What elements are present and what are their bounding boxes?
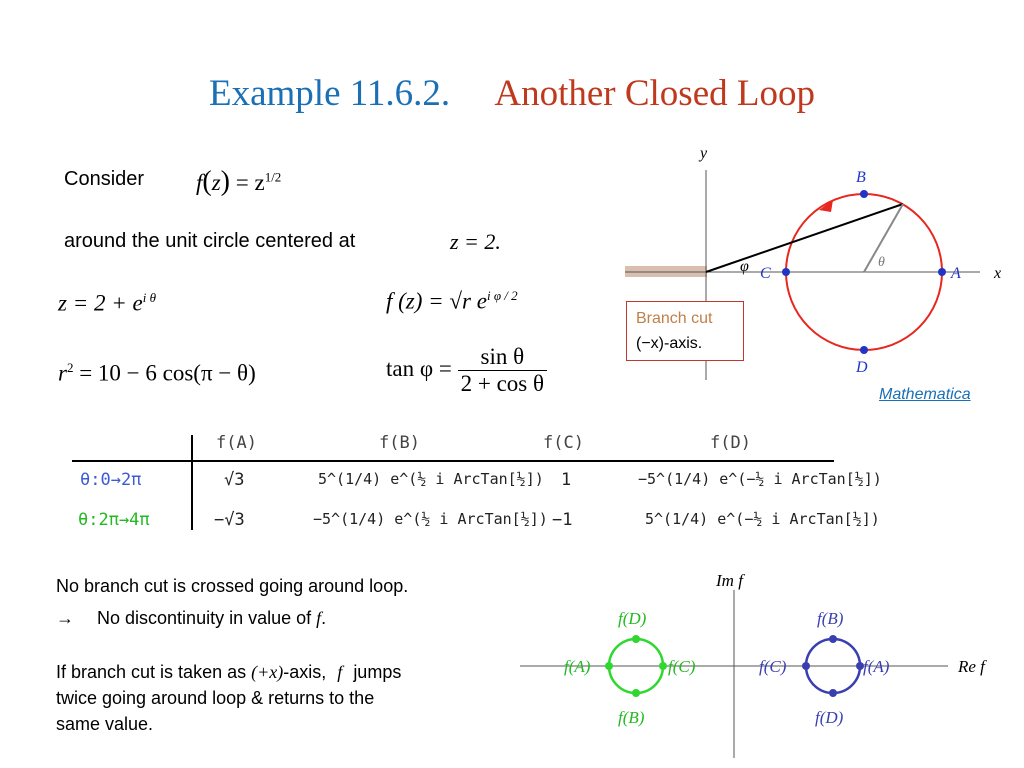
mathematica-link[interactable]: Mathematica <box>879 386 971 403</box>
around-text: around the unit circle centered at <box>64 230 356 252</box>
table-header-fc: f(C) <box>543 433 584 453</box>
blue-label-right: f(A) <box>863 657 890 676</box>
table-cell: −√3 <box>214 510 245 530</box>
green-label-top: f(D) <box>618 609 647 628</box>
tan-fraction: sin θ 2 + cos θ <box>457 344 548 397</box>
theta-label: θ <box>878 255 885 270</box>
title-example: Example 11.6.2. <box>209 73 451 114</box>
green-point-a <box>605 662 613 670</box>
title-name: Another Closed Loop <box>494 73 815 114</box>
note-line-3-suffix: jumps <box>353 662 402 682</box>
table-header-fb: f(B) <box>379 433 420 453</box>
r-squared-equation: r2 = 10 − 6 cos(π − θ) <box>58 360 256 387</box>
re-axis-label: Re f <box>957 657 987 676</box>
r-squared-rhs: = 10 − 6 cos(π − θ) <box>79 360 256 386</box>
table-cell: −5^(1/4) e^(−½ i ArcTan[½]) <box>638 470 882 488</box>
green-label-right: f(C) <box>668 657 696 676</box>
r-symbol: r <box>58 360 67 386</box>
z-plane-diagram: y x φ θ A B C D <box>625 145 1001 380</box>
center-equation: z = 2. <box>450 229 501 254</box>
point-c <box>782 268 790 276</box>
green-label-left: f(A) <box>564 657 591 676</box>
note-line-2-f: f <box>316 608 322 628</box>
point-b <box>860 190 868 198</box>
note-line-3-prefix: If branch cut is taken as <box>56 662 247 682</box>
z-definition-text: z = 2 + e <box>58 290 143 316</box>
fz-polar-equation: f (z) = √r ei φ / 2 <box>386 288 518 315</box>
table-vertical-rule <box>191 435 193 530</box>
f-rhs: = z <box>235 170 265 195</box>
green-point-b <box>632 689 640 697</box>
table-cell: −5^(1/4) e^(½ i ArcTan[½]) <box>313 510 548 528</box>
im-axis-label: Im f <box>715 571 745 590</box>
green-point-c <box>659 662 667 670</box>
branch-cut-label: Branch cut <box>636 310 713 327</box>
table-header-fd: f(D) <box>710 433 751 453</box>
branch-cut-box <box>626 301 744 361</box>
note-line-3-axis: (+x) <box>251 662 284 682</box>
z-symbol: z <box>211 170 221 195</box>
point-d <box>860 346 868 354</box>
table-cell: 1 <box>561 470 572 490</box>
slide-title: Example 11.6.2. Another Closed Loop <box>0 72 1024 115</box>
green-label-bottom: f(B) <box>618 708 645 727</box>
y-axis-label: y <box>698 145 708 162</box>
table-cell: √3 <box>224 470 245 490</box>
r-squared-sup: 2 <box>66 360 74 375</box>
blue-label-top: f(B) <box>817 609 844 628</box>
blue-label-left: f(C) <box>759 657 787 676</box>
table-horizontal-rule <box>72 460 834 462</box>
blue-point-c <box>802 662 810 670</box>
note-line-2: → No discontinuity in value of f. <box>56 608 326 629</box>
table-header-fa: f(A) <box>216 433 257 453</box>
green-point-d <box>632 635 640 643</box>
blue-point-a <box>856 662 864 670</box>
point-d-label: D <box>855 359 868 376</box>
blue-point-b <box>829 635 837 643</box>
radius-line <box>863 203 904 273</box>
note-line-2-text: No discontinuity in value of <box>97 608 312 628</box>
point-a-label: A <box>950 265 961 282</box>
blue-label-bottom: f(D) <box>815 708 844 727</box>
note-line-5: same value. <box>56 714 154 734</box>
fz-exponent: i φ / 2 <box>486 288 518 303</box>
point-b-label: B <box>856 169 866 186</box>
table-row-label: θ:0→2π <box>80 470 142 490</box>
fz-e: e <box>476 288 487 314</box>
function-definition: f(z) = z1/2 <box>196 166 282 197</box>
table-cell: −1 <box>552 510 573 530</box>
fz-lhs: f (z) = √r <box>386 288 472 314</box>
consider-label: Consider <box>64 168 145 190</box>
arrow-symbol: → <box>56 608 74 628</box>
note-line-1: No branch cut is crossed going around lo… <box>56 576 409 596</box>
tan-lhs: tan φ = <box>386 355 452 381</box>
table-cell: 5^(1/4) e^(½ i ArcTan[½]) <box>318 470 544 488</box>
note-line-4: twice going around loop & returns to the <box>56 688 375 708</box>
position-vector <box>705 203 904 273</box>
f-plane-diagram: Im f Re f f(D) f(B) f(A) f(C) f(B) f(D) … <box>520 571 987 758</box>
point-c-label: C <box>760 265 771 282</box>
table-row-label: θ:2π→4π <box>78 510 150 530</box>
branch-cut-axis: (−x)-axis. <box>636 335 703 352</box>
z-definition-exponent: i θ <box>142 290 156 305</box>
f-exponent: 1/2 <box>264 169 282 185</box>
f-symbol: f <box>196 170 203 195</box>
note-line-3: If branch cut is taken as (+x)-axis, f j… <box>56 662 401 683</box>
note-line-2-period: . <box>321 608 327 628</box>
blue-point-d <box>829 689 837 697</box>
note-line-3-f: f <box>337 662 343 682</box>
table-cell: 5^(1/4) e^(−½ i ArcTan[½]) <box>645 510 880 528</box>
tan-numerator: sin θ <box>457 344 548 371</box>
tan-phi-equation: tan φ = sin θ 2 + cos θ <box>386 344 548 397</box>
point-a <box>938 268 946 276</box>
note-line-3-mid: -axis, <box>283 662 327 682</box>
phi-label: φ <box>740 258 749 275</box>
direction-arrow <box>819 200 833 212</box>
x-axis-label: x <box>993 265 1001 282</box>
tan-denominator: 2 + cos θ <box>460 371 545 396</box>
z-definition: z = 2 + ei θ <box>58 290 156 317</box>
